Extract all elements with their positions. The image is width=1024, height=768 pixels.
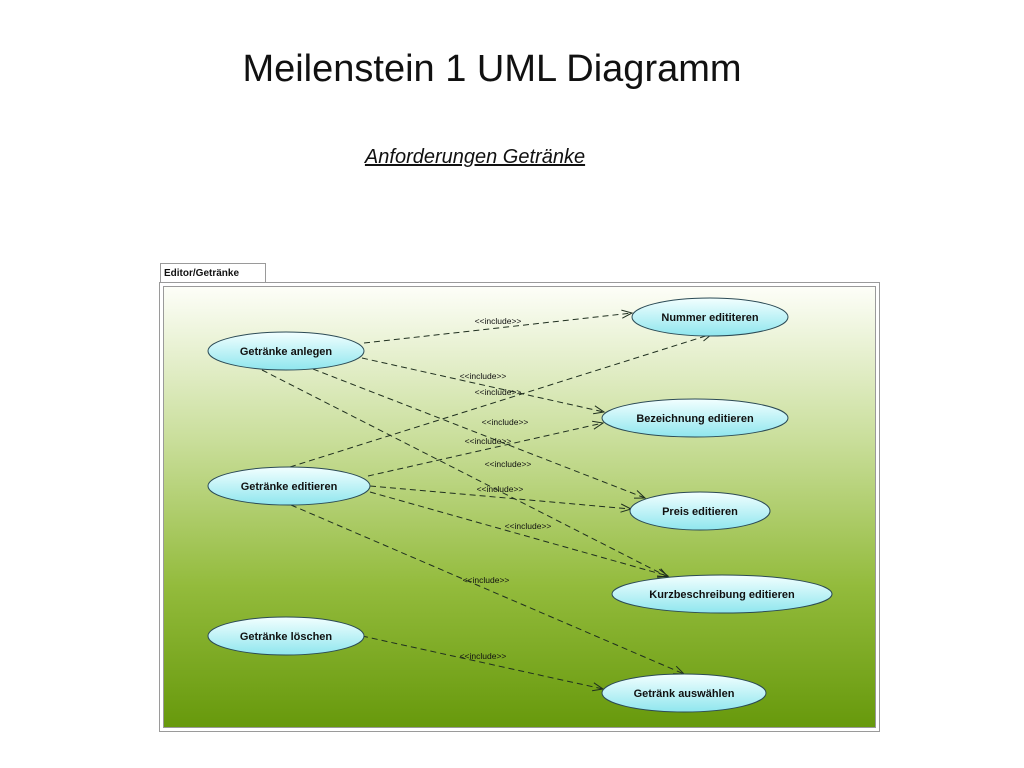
include-label: <<include>> — [475, 316, 522, 326]
include-label: <<include>> — [460, 651, 507, 661]
use-case-ellipse — [207, 466, 371, 506]
include-line — [361, 357, 605, 413]
diagram-frame-tab: Editor/Getränke — [160, 263, 266, 282]
include-relation-loeschen-auswahl: <<include>> — [361, 635, 605, 692]
include-relation-editieren-kurz: <<include>> — [369, 491, 670, 578]
use-case-loeschen: Getränke löschen — [207, 616, 365, 656]
include-label: <<include>> — [465, 436, 512, 446]
use-case-nummer: Nummer edititeren — [631, 297, 789, 337]
arrowhead-icon — [592, 420, 605, 430]
arrowhead-icon — [592, 682, 605, 692]
include-relation-anlegen-preis: <<include>> — [312, 368, 647, 499]
use-case-label: Kurzbeschreibung editieren — [649, 589, 795, 601]
slide-title: Meilenstein 1 UML Diagramm — [242, 48, 742, 90]
use-case-anlegen: Getränke anlegen — [207, 331, 365, 371]
include-line — [290, 504, 685, 675]
include-line — [289, 333, 713, 468]
use-case-ellipse — [207, 331, 365, 371]
include-label: <<include>> — [477, 484, 524, 494]
use-case-preis: Preis editieren — [629, 491, 771, 531]
use-case-label: Getränk auswählen — [634, 688, 735, 700]
use-case-editieren: Getränke editieren — [207, 466, 371, 506]
include-line — [369, 491, 669, 577]
include-label: <<include>> — [475, 387, 522, 397]
include-line — [367, 422, 604, 477]
include-line — [363, 312, 633, 344]
include-relation-editieren-preis: <<include>> — [369, 484, 633, 513]
arrowhead-icon — [657, 568, 670, 578]
use-case-ellipse — [611, 574, 833, 614]
use-case-bezeichnung: Bezeichnung editieren — [601, 398, 789, 438]
use-case-kurz: Kurzbeschreibung editieren — [611, 574, 833, 614]
include-relation-editieren-bezeichnung: <<include>> — [367, 420, 605, 477]
include-line — [261, 369, 669, 578]
arrowhead-icon — [633, 490, 647, 499]
include-line — [369, 485, 632, 510]
use-case-ellipse — [601, 673, 767, 713]
include-label: <<include>> — [460, 371, 507, 381]
include-label: <<include>> — [505, 521, 552, 531]
use-case-ellipse — [631, 297, 789, 337]
arrowhead-icon — [593, 405, 606, 415]
include-relation-anlegen-bezeichnung: <<include>> — [361, 357, 606, 415]
arrowhead-icon — [672, 665, 686, 675]
slide-subtitle: Anforderungen Getränke — [364, 146, 586, 168]
use-case-ellipse — [207, 616, 365, 656]
include-label: <<include>> — [482, 417, 529, 427]
use-case-label: Bezeichnung editieren — [636, 413, 754, 425]
include-relation-anlegen-nummer: <<include>> — [363, 309, 634, 344]
use-case-label: Getränke anlegen — [240, 346, 333, 358]
include-label: <<include>> — [463, 575, 510, 585]
include-label: <<include>> — [485, 459, 532, 469]
arrowhead-icon — [621, 309, 634, 319]
include-line — [361, 635, 604, 690]
use-case-ellipse — [629, 491, 771, 531]
use-case-label: Preis editieren — [662, 506, 738, 518]
use-case-label: Nummer edititeren — [661, 312, 758, 324]
use-case-ellipse — [601, 398, 789, 438]
use-case-label: Getränke löschen — [240, 631, 333, 643]
use-case-auswahl: Getränk auswählen — [601, 673, 767, 713]
use-case-label: Getränke editieren — [241, 481, 338, 493]
